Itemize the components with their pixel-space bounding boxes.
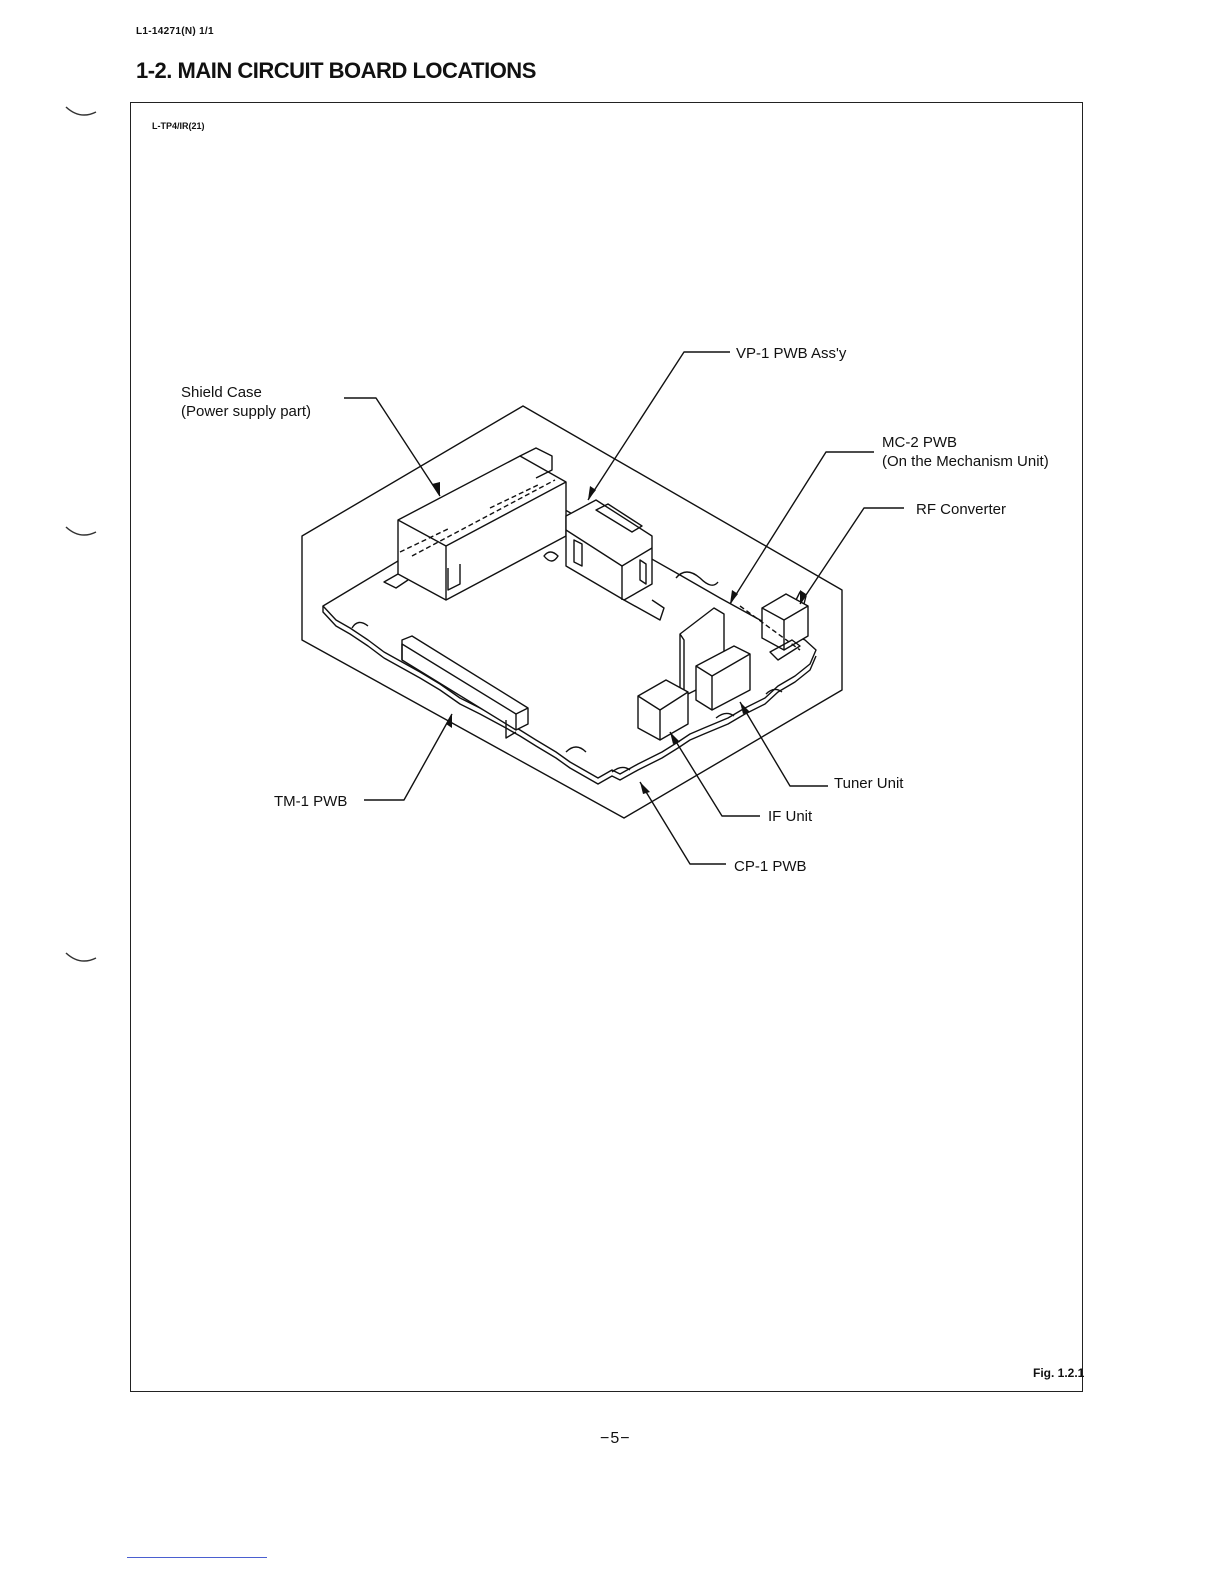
if-unit [638,680,688,740]
label-shield-case-line1: Shield Case [181,384,262,401]
board-outline-hexagon [302,406,842,818]
label-vp1-pwb: VP-1 PWB Ass'y [736,345,847,362]
vp1-pwb [566,500,652,600]
shield-case [398,456,566,600]
footer-rule [127,1557,267,1558]
label-cp1-pwb: CP-1 PWB [734,858,807,875]
page-number: −5− [600,1430,631,1448]
label-rf-converter: RF Converter [916,501,1006,518]
label-if-unit: IF Unit [768,808,813,825]
label-shield-case-line2: (Power supply part) [181,403,311,420]
figure-label: Fig. 1.2.1 [1033,1366,1084,1380]
label-mc2-pwb-line1: MC-2 PWB [882,434,957,451]
label-mc2-pwb-line2: (On the Mechanism Unit) [882,453,1049,470]
label-tuner-unit: Tuner Unit [834,775,904,792]
label-tm1-pwb: TM-1 PWB [274,793,347,810]
